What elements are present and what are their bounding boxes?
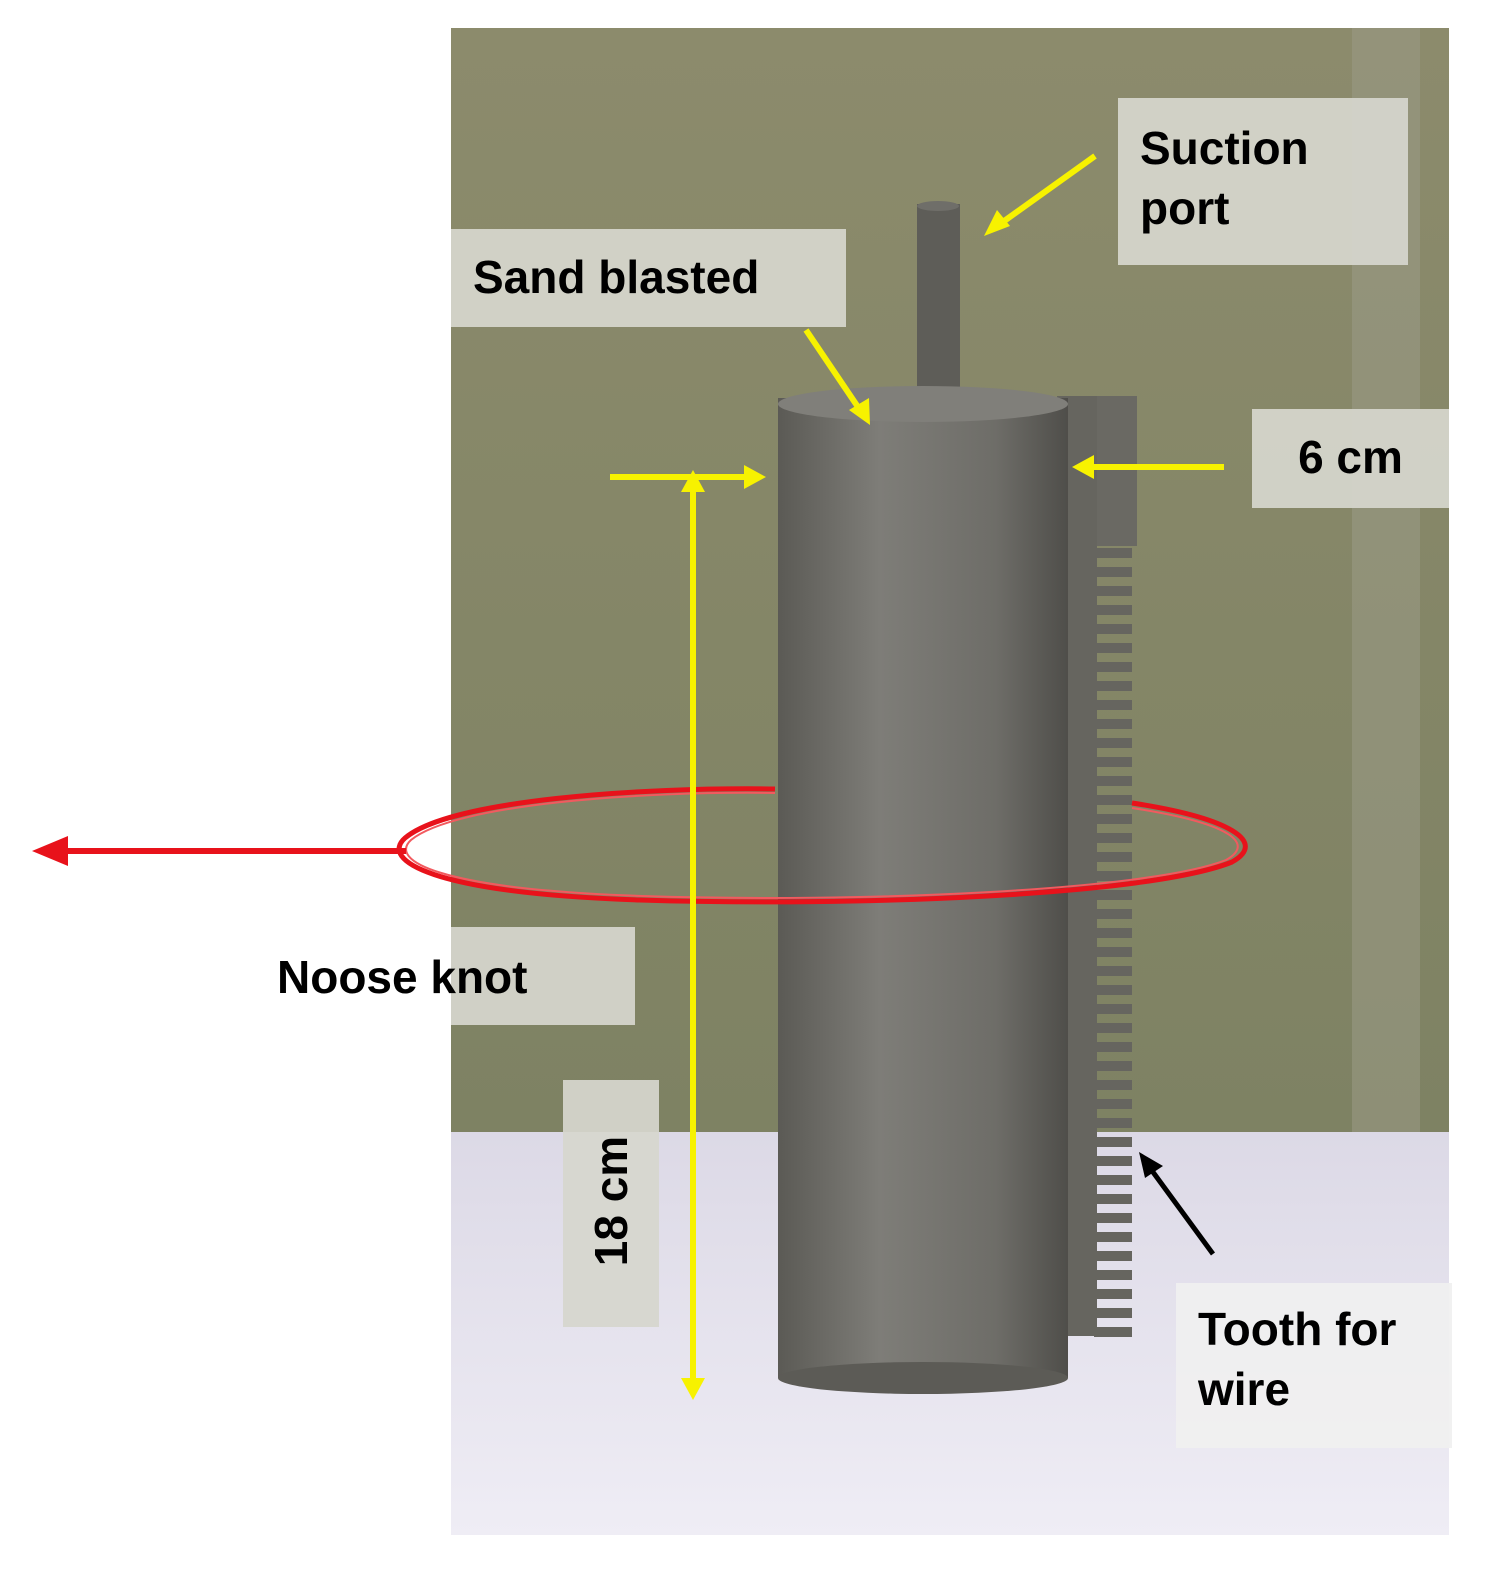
rack-tooth bbox=[1094, 1023, 1132, 1033]
cylinder-top bbox=[778, 386, 1068, 422]
rack-tooth bbox=[1094, 1175, 1132, 1185]
width-label: 6 cm bbox=[1252, 409, 1449, 508]
rack-tooth bbox=[1094, 928, 1132, 938]
rack-tooth bbox=[1094, 1289, 1132, 1299]
noose-rope bbox=[32, 786, 1248, 905]
rack-tooth bbox=[1094, 1308, 1132, 1318]
cylinder-body bbox=[778, 398, 1068, 1378]
tooth-pointer-arrow bbox=[1139, 1152, 1216, 1256]
rack-tooth bbox=[1094, 567, 1132, 577]
rack-tooth bbox=[1094, 966, 1132, 976]
rack-tooth bbox=[1094, 985, 1132, 995]
suction-port-label: Suction port bbox=[1118, 98, 1408, 265]
rack-tooth bbox=[1094, 548, 1132, 558]
rack-tooth bbox=[1094, 681, 1132, 691]
rack-tooth bbox=[1094, 1327, 1132, 1337]
cylinder-bottom bbox=[778, 1362, 1068, 1394]
sand-blasted-label: Sand blasted bbox=[451, 229, 846, 327]
rack-tooth bbox=[1094, 738, 1132, 748]
height-label: 18 cm bbox=[585, 1135, 637, 1267]
rack-tooth bbox=[1094, 795, 1132, 805]
rack-tooth bbox=[1094, 909, 1132, 919]
rack-tooth bbox=[1094, 947, 1132, 957]
rack-tooth bbox=[1094, 1004, 1132, 1014]
rack-tooth bbox=[1094, 719, 1132, 729]
height-label-background bbox=[563, 1080, 659, 1327]
rack-tooth bbox=[1094, 1099, 1132, 1109]
suction-port-tube bbox=[917, 204, 960, 404]
rack-tooth bbox=[1094, 586, 1132, 596]
rack-tooth bbox=[1094, 1042, 1132, 1052]
rack-tooth bbox=[1094, 1061, 1132, 1071]
rack-tooth bbox=[1094, 871, 1132, 881]
rack-tooth bbox=[1094, 776, 1132, 786]
suction-port-tip bbox=[917, 201, 959, 211]
rack-tooth bbox=[1094, 757, 1132, 767]
rope-arrow-head bbox=[32, 836, 68, 866]
suction-pointer-arrow bbox=[998, 153, 1097, 227]
noose-label-background bbox=[451, 927, 635, 1025]
rack-teeth bbox=[1094, 548, 1132, 1337]
rack-tooth bbox=[1094, 814, 1132, 824]
rack-tooth bbox=[1094, 643, 1132, 653]
rack-tooth bbox=[1094, 1270, 1132, 1280]
rack-tooth bbox=[1094, 1194, 1132, 1204]
rack-tooth bbox=[1094, 852, 1132, 862]
rack-tooth bbox=[1094, 700, 1132, 710]
noose-knot-label: Noose knot bbox=[277, 951, 528, 1003]
rack-tooth bbox=[1094, 624, 1132, 634]
rack-tooth bbox=[1094, 833, 1132, 843]
rack-tooth bbox=[1094, 1080, 1132, 1090]
rack-tooth bbox=[1094, 1232, 1132, 1242]
tooth-for-wire-label: Tooth for wire bbox=[1176, 1283, 1452, 1448]
rack-tooth bbox=[1094, 662, 1132, 672]
rack-tooth bbox=[1094, 1156, 1132, 1166]
rack-tooth bbox=[1094, 1213, 1132, 1223]
rack-tooth bbox=[1094, 1137, 1132, 1147]
rack-tooth bbox=[1094, 1118, 1132, 1128]
rack-tooth bbox=[1094, 605, 1132, 615]
rack-tooth bbox=[1094, 890, 1132, 900]
yellow-arrows bbox=[610, 153, 1224, 1400]
sand-pointer-arrow bbox=[803, 328, 863, 412]
rack-tooth bbox=[1094, 1251, 1132, 1261]
